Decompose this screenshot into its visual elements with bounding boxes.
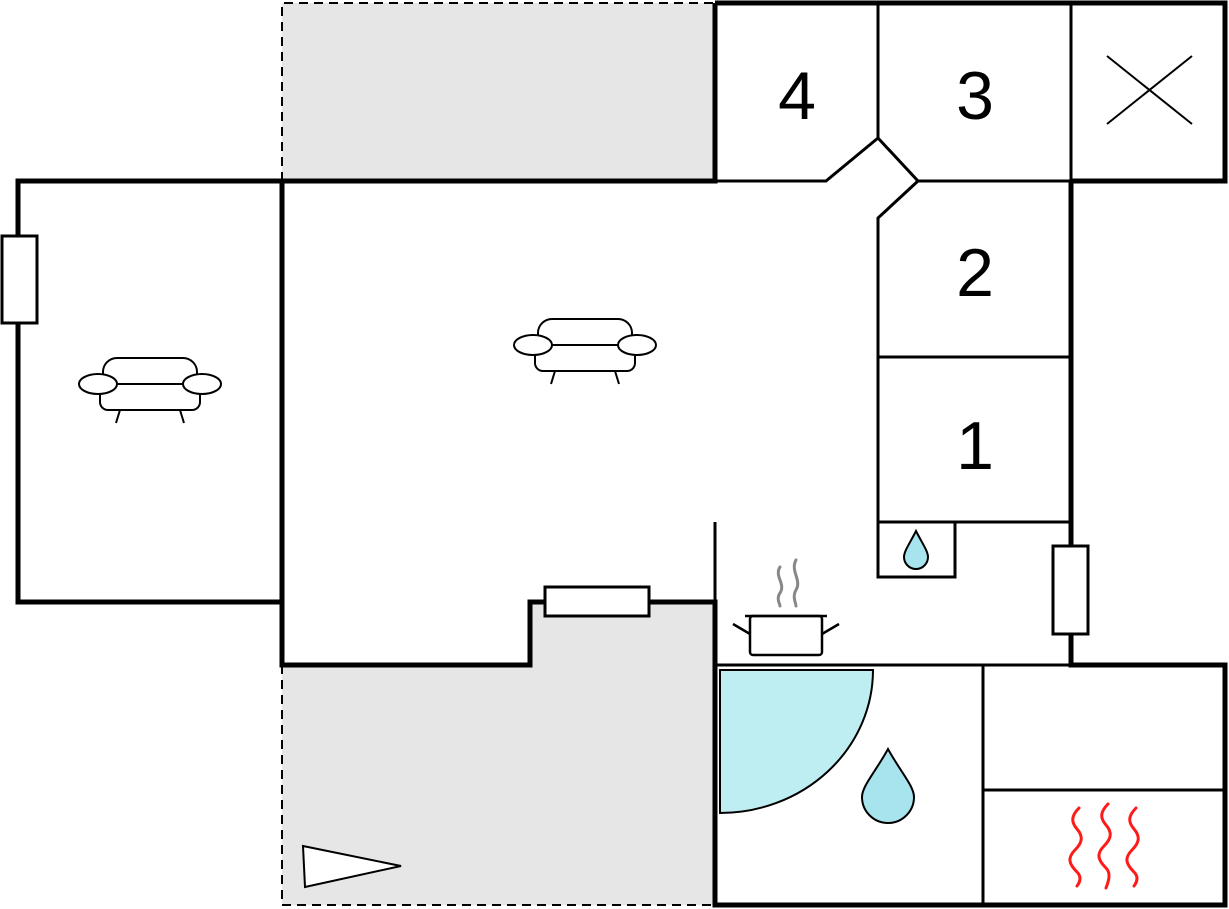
room-number-2: 2: [956, 235, 994, 311]
terrace-bottom: [281, 602, 715, 906]
sauna-heat-icon: [1068, 802, 1140, 890]
room-number-4: 4: [778, 58, 816, 134]
room-number-1: 1: [956, 408, 994, 484]
storage-cross-icon: [1106, 55, 1193, 125]
water-drop-icon: [902, 528, 930, 570]
window-icon: [1051, 544, 1090, 636]
entrance-arrow-icon: [301, 844, 402, 889]
room-number-3: 3: [956, 58, 994, 134]
sofa-icon: [513, 318, 657, 385]
terrace-top: [281, 2, 715, 181]
window-icon: [543, 585, 651, 618]
interior-walls: [713, 3, 1225, 905]
cooking-pot-icon: [732, 558, 840, 657]
window-icon: [0, 234, 39, 325]
sofa-icon: [78, 357, 222, 424]
water-drop-icon: [860, 746, 916, 824]
shower-icon: [719, 669, 875, 815]
